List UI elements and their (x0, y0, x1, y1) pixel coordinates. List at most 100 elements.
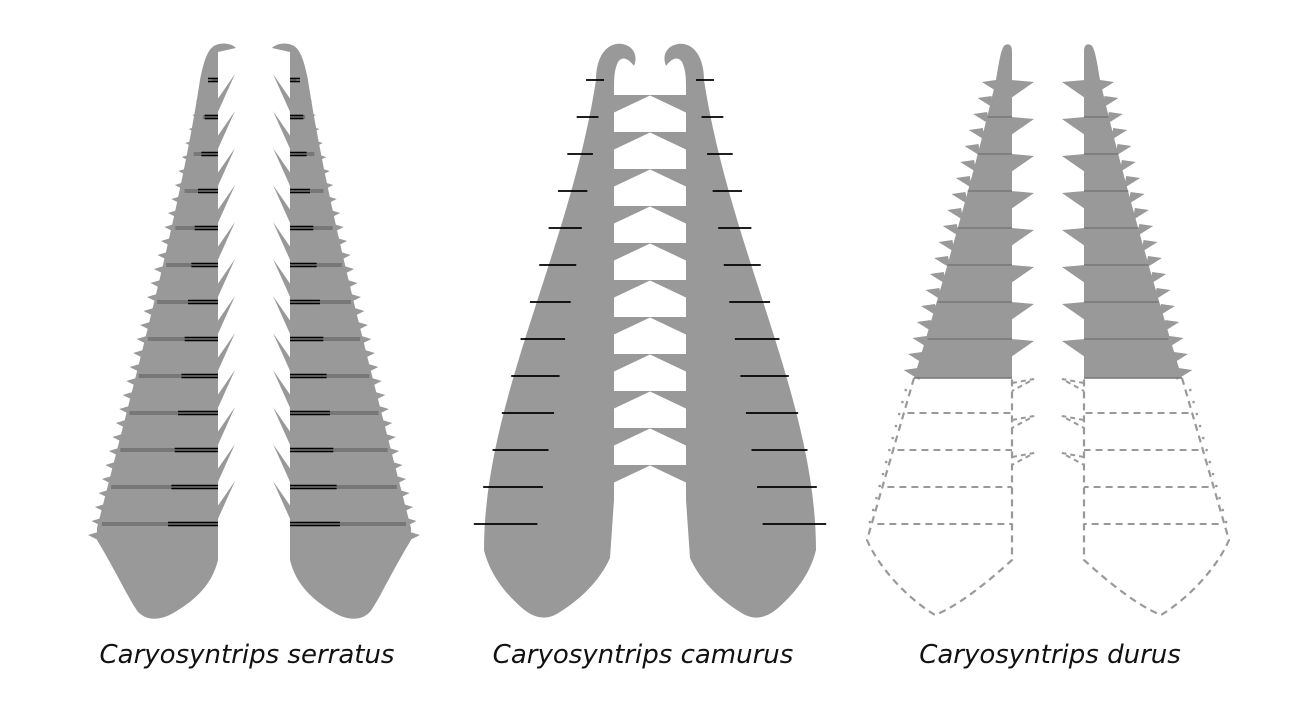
serration-tooth (157, 252, 170, 261)
ventral-spine (217, 74, 235, 114)
serration-tooth (174, 182, 187, 191)
serration-tooth (178, 168, 191, 177)
serration-tooth (407, 532, 420, 541)
ventral-spine (273, 296, 291, 336)
ventral-spine (649, 132, 687, 150)
ventral-spine (217, 333, 235, 373)
serration-tooth (1158, 304, 1175, 316)
reconstructed-spine (1061, 452, 1085, 466)
reconstructed-spine (1011, 378, 1035, 392)
serration-tooth (199, 84, 212, 93)
serration-tooth (968, 128, 985, 140)
serration-tooth (355, 322, 368, 331)
segment-band (193, 152, 218, 156)
specimen-caption-serratus: Caryosyntrips serratus (99, 640, 395, 670)
reconstructed-serration (1218, 496, 1221, 500)
ventral-spine (273, 185, 291, 225)
serration-tooth (352, 308, 365, 317)
serration-tooth (925, 288, 942, 300)
ventral-spine (217, 222, 235, 262)
durus-left-appendage (865, 44, 1035, 617)
reconstructed-serration (1205, 448, 1208, 452)
serration-tooth (1163, 320, 1180, 332)
serration-tooth (903, 368, 920, 380)
ventral-spine (273, 444, 291, 484)
serration-tooth (171, 196, 184, 205)
serration-tooth (328, 210, 341, 219)
ventral-spine (273, 222, 291, 262)
serration-tooth (181, 154, 194, 163)
serration-tooth (91, 518, 104, 527)
ventral-spine (1062, 154, 1085, 172)
ventral-spine (649, 206, 687, 224)
serration-tooth (380, 420, 393, 429)
serration-tooth (342, 266, 355, 275)
reconstructed-serration (881, 472, 885, 476)
serration-tooth (147, 294, 160, 303)
reconstructed-serration (901, 400, 904, 404)
segment-band (290, 226, 333, 230)
ventral-spines (273, 74, 291, 521)
serration-tooth (912, 336, 929, 348)
reconstructed-serration (884, 460, 888, 464)
ventral-spine (613, 243, 651, 261)
serration-tooth (115, 420, 128, 429)
specimen-caption-camurus: Caryosyntrips camurus (492, 640, 794, 670)
ventral-spine (217, 444, 235, 484)
reconstructed-serration (1195, 412, 1199, 416)
serration-tooth (1119, 160, 1136, 172)
reconstructed-serration (1221, 508, 1225, 512)
serration-tooth (324, 196, 337, 205)
reconstructed-serration (1224, 520, 1228, 524)
serration-tooth (164, 224, 177, 233)
reconstructed-serration (888, 448, 891, 452)
segment-band (290, 189, 324, 193)
ventral-spine (1062, 265, 1085, 283)
serration-tooth (160, 238, 173, 247)
appendage-body (484, 43, 636, 618)
segment-band (138, 374, 218, 378)
serration-tooth (366, 364, 379, 373)
segment-band (166, 263, 218, 267)
segment-band (184, 189, 218, 193)
reconstructed-serration (1211, 472, 1215, 476)
serration-tooth (1124, 176, 1141, 188)
serration-tooth (331, 224, 344, 233)
reconstructed-serration (1188, 388, 1192, 392)
serration-tooth (1137, 224, 1154, 236)
reconstructed-serration (878, 484, 881, 488)
serration-tooth (1167, 336, 1184, 348)
serration-tooth (310, 140, 323, 149)
serration-tooth (1115, 144, 1132, 156)
segment-band (290, 411, 379, 415)
ventral-spine (1011, 302, 1034, 320)
serration-tooth (383, 434, 396, 443)
serration-tooth (981, 80, 998, 92)
ventral-spine (1011, 80, 1034, 98)
ventral-spine (217, 407, 235, 447)
serration-tooth (964, 144, 981, 156)
reconstructed-serration (891, 436, 894, 440)
appendage-body (272, 43, 411, 619)
serration-tooth (397, 490, 410, 499)
ventral-spine (273, 370, 291, 410)
serration-tooth (153, 266, 166, 275)
serrations (88, 70, 215, 541)
serration-tooth (951, 192, 968, 204)
serration-tooth (338, 252, 351, 261)
segment-lines (101, 77, 218, 527)
serration-tooth (362, 350, 375, 359)
ventral-spine (1062, 80, 1085, 98)
ventral-spine (613, 169, 651, 187)
ventral-spine (217, 296, 235, 336)
serration-tooth (387, 448, 400, 457)
serration-tooth (126, 378, 139, 387)
ventral-spines (217, 74, 235, 521)
ventral-spine (649, 95, 687, 113)
serratus-figure (88, 43, 420, 619)
durus-figure (865, 44, 1231, 617)
serration-tooth (133, 350, 146, 359)
serration-tooth (916, 320, 933, 332)
serration-tooth (94, 504, 107, 513)
camurus-figure (473, 43, 827, 618)
